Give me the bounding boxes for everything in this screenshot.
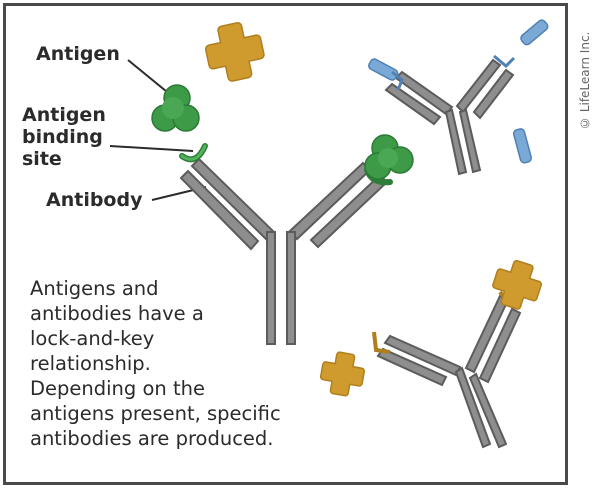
label-binding-site: Antigen binding site [22,104,106,170]
caption-line: lock-and-key [30,327,155,350]
blue-binding-site-left [391,70,404,91]
diagram-frame [3,3,568,485]
antibody-main [179,157,389,345]
antigen-gold-top [205,22,265,82]
antibody-lr-arm-right-inner [478,307,522,384]
antibody-ur-arm-right-inner [472,68,515,120]
antibody-lower-right [376,294,522,449]
antibody-lr-arm-left-outer [383,334,462,377]
antigen-gold-bound [492,259,542,310]
caption-line: Antigens and [30,277,159,300]
caption-line: Depending on the [30,377,205,400]
copyright-credit: © LifeLearn Inc. [578,31,592,130]
antibody-ur-arm-right-outer [455,58,502,114]
label-antigen: Antigen [36,43,120,65]
caption-line: relationship. [30,352,151,375]
gold-binding-site-left [372,331,391,354]
caption-line: antibodies are produced. [30,427,274,450]
caption: Antigens and antibodies have a lock-and-… [30,276,320,451]
antibody-ur-stem-right [458,108,482,174]
blue-binding-site-right [493,54,516,69]
caption-line: antigens present, specific [30,402,281,425]
antigen-blue-bound-left [368,58,399,81]
antibody-ur-arm-left-inner [384,82,442,126]
leader-binding-site [109,145,194,152]
antigen-green-bound [364,134,414,186]
antigen-blue-free-top [520,19,549,46]
antigen-blue-free-bottom [512,128,533,164]
antibody-main-stem-left [266,231,276,345]
antibody-upper-right [384,58,515,176]
antibody-ur-stem-left [444,108,468,176]
antibody-lr-stem-right [468,372,508,449]
antibody-lr-stem-left [454,366,492,449]
label-binding-site-line-3: site [22,148,62,170]
antibody-main-stem-right [286,231,296,345]
antibody-main-arm-left-inner [179,169,260,251]
antigen-gold-free-bottom [320,351,365,397]
binding-site-cup-highlight [180,144,207,161]
label-binding-site-line-1: Antigen [22,104,106,126]
blue-antigens [368,19,549,164]
label-antibody: Antibody [46,189,143,211]
label-binding-site-line-2: binding [22,126,103,148]
antigen-green-free [151,84,200,132]
antibody-ur-arm-left-outer [394,70,454,116]
leader-antigen [127,59,173,97]
caption-line: antibodies have a [30,302,204,325]
